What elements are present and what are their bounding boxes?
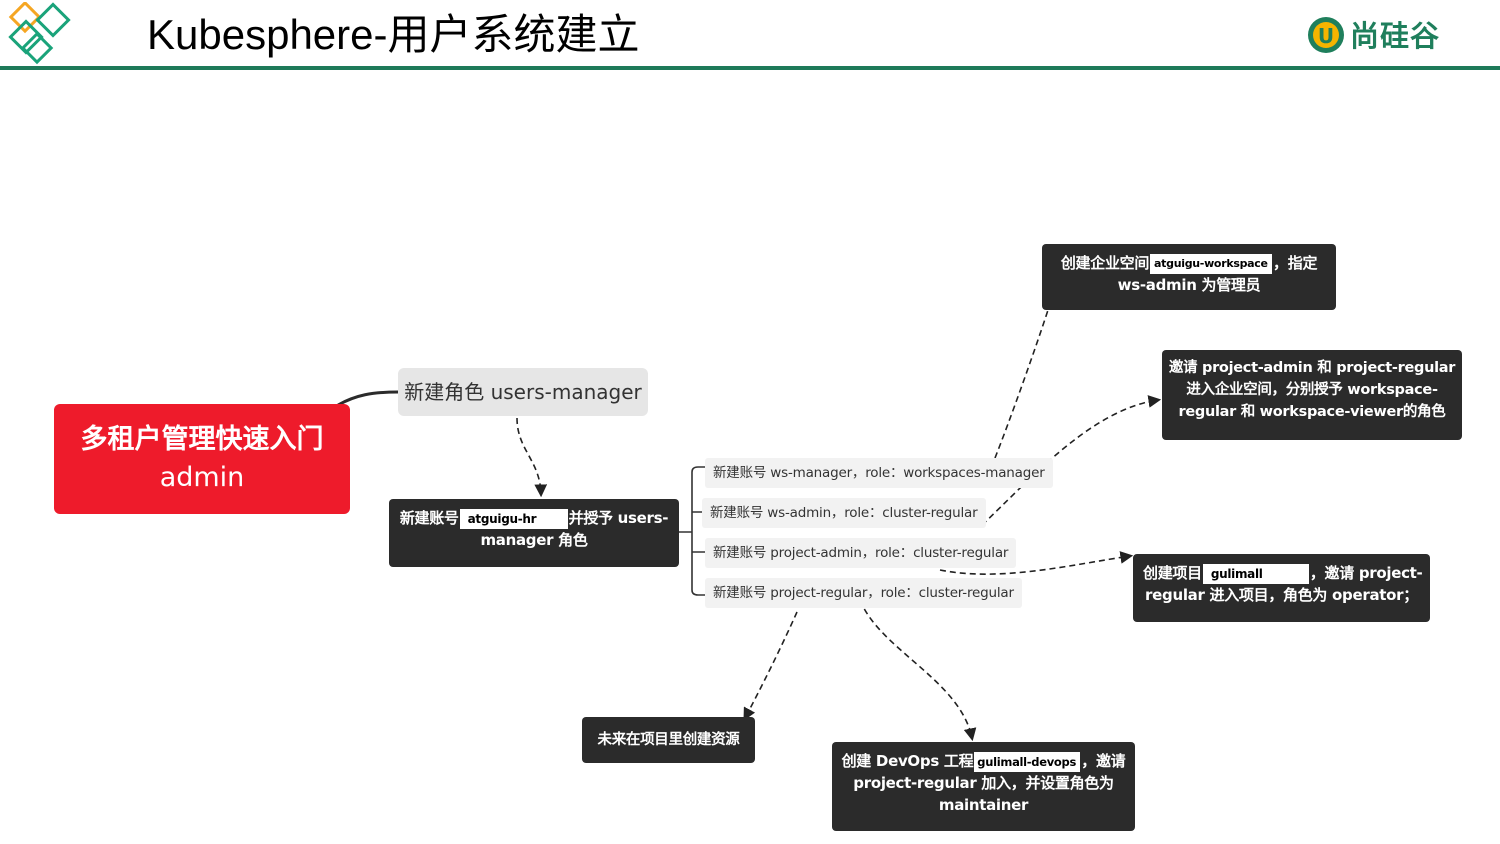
brand-logo: U 尚硅谷 bbox=[1306, 12, 1440, 56]
account-node-pre: 新建账号 bbox=[399, 509, 459, 527]
header-divider bbox=[0, 66, 1500, 70]
svg-text:U: U bbox=[1318, 24, 1334, 48]
connector-projectregular-devops bbox=[859, 599, 977, 742]
workspace-node-post: ，指定 bbox=[1273, 254, 1318, 272]
devops-node-line3: maintainer bbox=[938, 796, 1029, 814]
list-item-ws-admin: 新建账号 ws-admin，role：cluster-regular bbox=[702, 498, 986, 528]
root-node: 多租户管理快速入门 admin bbox=[54, 404, 350, 514]
list-item-project-regular: 新建账号 project-regular，role：cluster-regula… bbox=[705, 578, 1022, 608]
connector-wsmanager-workspace bbox=[994, 309, 1049, 459]
invite-node-line2: 进入企业空间，分别授予 workspace- bbox=[1186, 382, 1438, 398]
root-title: 多租户管理快速入门 bbox=[80, 424, 324, 455]
connector-projectregular-future bbox=[743, 611, 798, 721]
devops-node-post: ，邀请 bbox=[1081, 752, 1126, 770]
brand-text: 尚硅谷 bbox=[1350, 19, 1441, 53]
workspace-node-pre: 创建企业空间 bbox=[1060, 254, 1150, 272]
page-title: Kubesphere-用户系统建立 bbox=[147, 11, 640, 58]
project-node-pre: 创建项目 bbox=[1143, 564, 1202, 582]
devops-node-pre: 创建 DevOps 工程 bbox=[841, 752, 974, 770]
invite-node-line1: 邀请 project-admin 和 project-regular bbox=[1168, 360, 1456, 376]
slide-header: Kubesphere-用户系统建立 U 尚硅谷 bbox=[0, 0, 1500, 72]
list-item-project-admin: 新建账号 project-admin，role：cluster-regular bbox=[705, 538, 1017, 568]
connector-role-account bbox=[516, 417, 548, 498]
future-resources-node: 未来在项目里创建资源 bbox=[582, 717, 755, 763]
root-subtitle: admin bbox=[159, 462, 245, 493]
account-node-post: 并授予 users- bbox=[568, 509, 669, 527]
workspace-node-line2: ws-admin 为管理员 bbox=[1117, 276, 1261, 294]
workspace-name-chip: atguigu-workspace bbox=[1150, 253, 1273, 274]
create-role-node: 新建角色 users-manager bbox=[398, 368, 648, 416]
list-item-ws-manager: 新建账号 ws-manager，role：workspaces-manager bbox=[705, 458, 1053, 488]
connector-account-bracket bbox=[679, 466, 705, 596]
account-node-line2: manager 角色 bbox=[480, 531, 588, 549]
devops-node-line2: project-regular 加入，并设置角色为 bbox=[853, 774, 1114, 792]
project-name-chip: gulimall bbox=[1202, 563, 1309, 584]
invite-node-line3: regular 和 workspace-viewer的角色 bbox=[1178, 404, 1446, 420]
invite-members-node: 邀请 project-admin 和 project-regular 进入企业空… bbox=[1162, 350, 1462, 440]
account-name-chip: atguigu-hr bbox=[459, 508, 568, 529]
connector-root-role bbox=[337, 390, 399, 407]
project-node-line2: regular 进入项目，角色为 operator； bbox=[1145, 586, 1418, 604]
diamond-logo-icon bbox=[8, 2, 71, 65]
brand-mark-icon: U bbox=[1308, 17, 1344, 53]
devops-name-chip: gulimall-devops bbox=[974, 751, 1081, 772]
project-node-post: ，邀请 project- bbox=[1309, 564, 1423, 582]
